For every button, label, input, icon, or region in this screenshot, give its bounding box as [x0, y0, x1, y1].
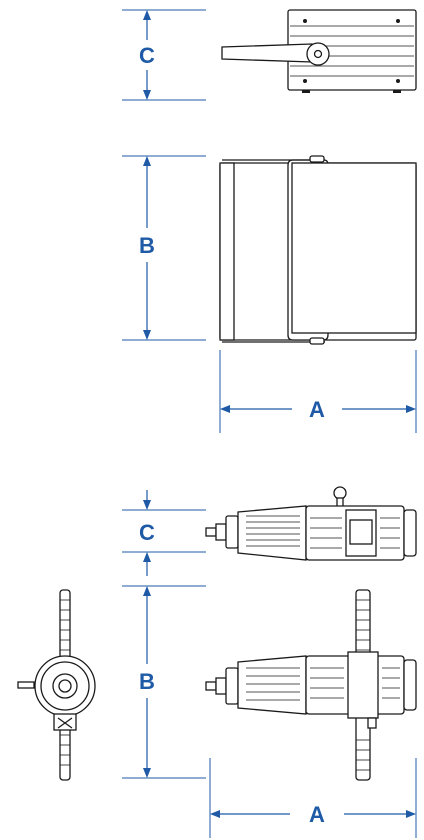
- dimension-a-top: A: [219, 350, 417, 433]
- dimension-c-label: C: [139, 43, 155, 68]
- bottom-side-view: [205, 486, 417, 561]
- top-front-view: [219, 155, 417, 345]
- dimension-c-bottom: C: [122, 490, 206, 576]
- dimension-c-bottom-label: C: [139, 520, 155, 545]
- dimension-c-top: C: [122, 9, 206, 101]
- dimension-a-bottom: A: [209, 758, 417, 838]
- bottom-end-view: [17, 589, 96, 781]
- dimension-a-bottom-label: A: [309, 802, 325, 827]
- dimension-b-top: B: [122, 155, 206, 341]
- top-side-view: [221, 9, 417, 93]
- dimension-b-label: B: [139, 233, 155, 258]
- dimension-a-label: A: [309, 397, 325, 422]
- bottom-front-view: [205, 589, 417, 781]
- dimension-b-bottom-label: B: [139, 669, 155, 694]
- dimension-b-bottom: B: [122, 585, 206, 779]
